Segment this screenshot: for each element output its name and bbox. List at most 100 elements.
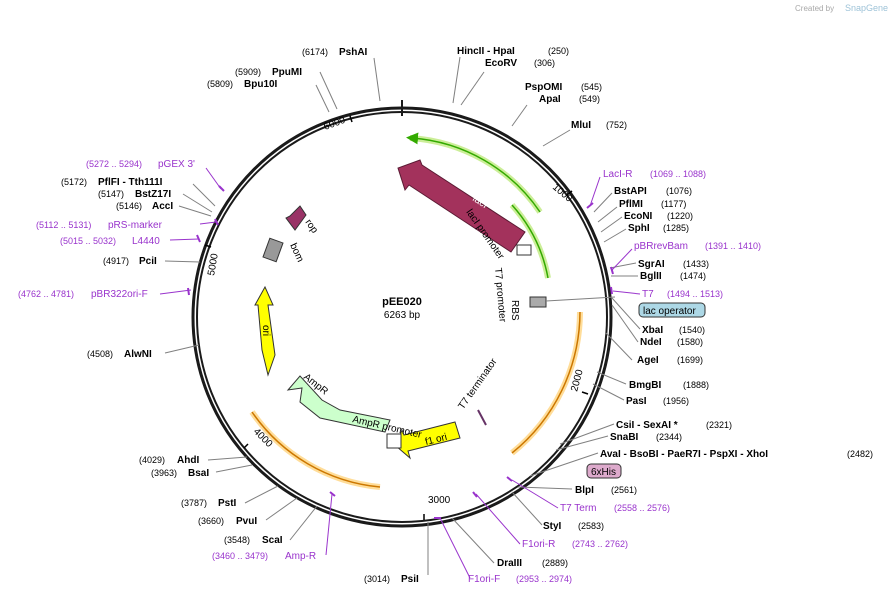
primer-f1ori-r: F1ori-R xyxy=(522,539,555,550)
site-pcii: PciI xyxy=(139,256,157,267)
bom-feature xyxy=(262,237,284,263)
site-psii: PsiI xyxy=(401,574,419,585)
site-pcii-pos: (4917) xyxy=(103,256,129,266)
tick-5000-mark xyxy=(204,244,212,248)
site-psii-pos: (3014) xyxy=(364,574,390,584)
primer-pgex3: pGEX 3' xyxy=(158,159,195,170)
site-hincii-hpai: HincII - HpaI xyxy=(457,46,515,57)
primer-pbr322ori-f: pBR322ori-F xyxy=(91,289,148,300)
site-bstz17i: BstZ17I xyxy=(135,189,171,200)
primer-pbr322ori-f-mark xyxy=(187,287,190,296)
lead-styi xyxy=(511,491,543,526)
lead-pvui xyxy=(265,497,298,521)
primer-pbrrevbam: pBRrevBam xyxy=(634,241,688,252)
site-bglii: BglII xyxy=(640,271,662,282)
site-alwni-pos: (4508) xyxy=(87,349,113,359)
lead-avai xyxy=(529,452,599,477)
primer-pbrrevbam-mark xyxy=(610,266,614,275)
site-mlui-pos: (752) xyxy=(606,120,627,130)
f1-ori-label: f1 ori xyxy=(424,432,448,448)
site-draiii-pos: (2889) xyxy=(542,558,568,568)
site-agei-pos: (1699) xyxy=(677,355,703,365)
primer-pbrrevbam-pos: (1391 .. 1410) xyxy=(705,241,761,251)
lead-ecorv xyxy=(460,71,485,106)
f1-ori-feature xyxy=(395,421,461,460)
lead-acci xyxy=(178,205,212,217)
lac-operator-label: lac operator xyxy=(643,306,696,317)
tick-3000: 3000 xyxy=(428,495,451,506)
primer-f1ori-r-pos: (2743 .. 2762) xyxy=(572,539,628,549)
site-bstapi-pos: (1076) xyxy=(666,186,692,196)
primer-amp-r-mark xyxy=(329,491,336,497)
primer-t7-term-mark xyxy=(506,476,513,482)
site-snabi-pos: (2344) xyxy=(656,432,682,442)
site-psti: PstI xyxy=(218,498,237,509)
site-bmgbi: BmgBI xyxy=(629,380,661,391)
lead-t7 xyxy=(612,290,641,295)
site-xbai: XbaI xyxy=(642,325,663,336)
primer-prs-marker: pRS-marker xyxy=(108,220,163,231)
site-hincii-hpai-pos: (250) xyxy=(548,46,569,56)
site-sphi: SphI xyxy=(628,223,650,234)
rop-feature xyxy=(285,205,307,231)
snapgene-logo: SnapGene xyxy=(845,3,888,13)
credit-text: Created by xyxy=(795,4,834,13)
laci-promoter-arrow xyxy=(516,244,532,256)
site-ahdi-pos: (4029) xyxy=(139,455,165,465)
lead-pbrrevbam xyxy=(611,248,633,271)
site-acci-pos: (5146) xyxy=(116,201,142,211)
primer-pbr322ori-f-pos: (4762 .. 4781) xyxy=(18,289,74,299)
orange-arrow-right xyxy=(511,311,581,454)
site-bmgbi-pos: (1888) xyxy=(683,380,709,390)
site-ndei: NdeI xyxy=(640,337,662,348)
site-scai: ScaI xyxy=(262,535,283,546)
lead-ppumi xyxy=(319,71,338,110)
lead-bmgbi xyxy=(596,371,627,385)
site-sphi-pos: (1285) xyxy=(663,223,689,233)
lead-pflfi xyxy=(192,183,216,207)
lac-operator-lead xyxy=(545,296,616,302)
lead-scai xyxy=(289,505,318,541)
site-ecorv: EcoRV xyxy=(485,58,517,69)
site-bpu10i-pos: (5809) xyxy=(207,79,233,89)
site-csii-sexai-pos: (2321) xyxy=(706,420,732,430)
site-pflmi-pos: (1177) xyxy=(661,199,686,209)
rbs-label: RBS xyxy=(509,300,520,321)
site-bsai: BsaI xyxy=(188,468,209,479)
primer-l4440-pos: (5015 .. 5032) xyxy=(60,236,116,246)
lead-bstz17i xyxy=(182,193,213,213)
lead-pshai xyxy=(373,57,381,102)
lead-bpu10i xyxy=(315,84,330,113)
site-ecorv-pos: (306) xyxy=(534,58,555,68)
site-blpi: BlpI xyxy=(575,485,594,496)
lead-t7-term xyxy=(511,479,559,509)
ori-feature xyxy=(254,285,276,377)
lead-alwni xyxy=(164,344,200,354)
lead-draiii xyxy=(451,517,495,564)
plasmid-name: pEE020 xyxy=(382,296,422,308)
site-styi: StyI xyxy=(543,521,562,532)
site-mlui: MluI xyxy=(571,120,591,131)
primer-laci-r-mark xyxy=(586,202,594,209)
ampr-feature xyxy=(286,375,391,433)
primer-pgex3-pos: (5272 .. 5294) xyxy=(86,159,142,169)
lead-hincii xyxy=(452,56,461,104)
primer-pgex3-mark xyxy=(218,185,225,192)
lead-amp-r xyxy=(325,493,333,556)
site-pflmi: PflMI xyxy=(619,199,643,210)
rbs-feature xyxy=(529,296,547,308)
site-ahdi: AhdI xyxy=(177,455,199,466)
primer-f1ori-r-mark xyxy=(472,491,478,498)
lead-pspomi xyxy=(511,104,528,127)
lead-psti xyxy=(244,485,279,504)
site-pshai: PshAI xyxy=(339,47,368,58)
lead-pcii xyxy=(164,260,201,263)
site-bpu10i: Bpu10I xyxy=(244,79,278,90)
orange-arrow-right-halo xyxy=(510,311,583,456)
primer-l4440: L4440 xyxy=(132,236,160,247)
primer-t7-term: T7 Term xyxy=(560,503,597,514)
site-pvui: PvuI xyxy=(236,516,257,527)
t7-terminator-feature xyxy=(477,409,487,426)
site-apai-pos: (549) xyxy=(579,94,600,104)
his-tag-label: 6xHis xyxy=(591,467,616,478)
